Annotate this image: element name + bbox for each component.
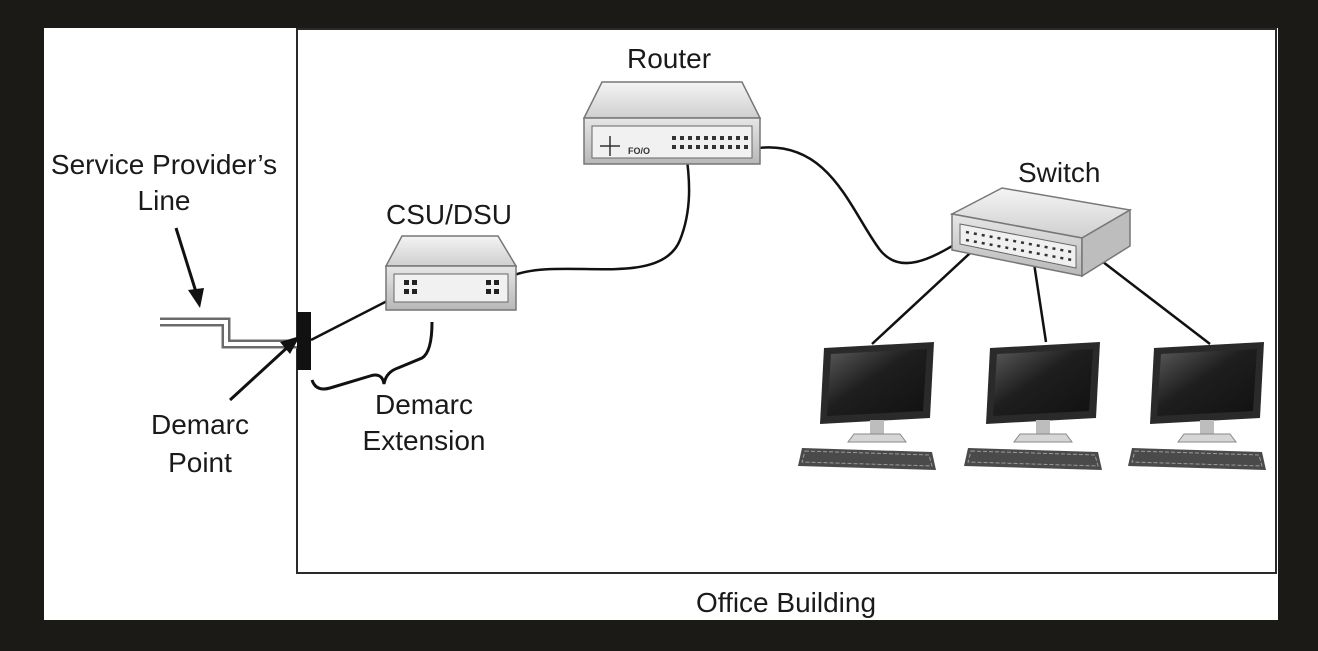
csu-dsu-label: CSU/DSU — [386, 199, 513, 230]
demarc-point-label-2: Point — [168, 447, 232, 478]
cable-switch-pc1 — [871, 241, 983, 345]
cable-csu-router — [511, 151, 691, 278]
cable-switch-pc3 — [1089, 251, 1211, 345]
service-provider-line-label-2: Line — [137, 185, 191, 216]
demarc-point-arrow — [228, 336, 300, 402]
demarc-extension-label-1: Demarc — [374, 389, 473, 420]
demarc-extension-label-2: Extension — [362, 425, 486, 456]
switch-label: Switch — [1018, 157, 1101, 188]
demarc-point-label-1: Demarc — [150, 409, 249, 440]
service-line-arrow — [174, 227, 204, 308]
office-building-border — [296, 28, 1277, 574]
router-icon: FO/O — [582, 81, 762, 165]
service-provider-line — [160, 317, 300, 349]
service-provider-line-label-1: Service Provider’s — [50, 149, 278, 180]
router-port-label: FO/O — [628, 146, 650, 156]
cable-demarc-csu — [310, 296, 394, 342]
office-building-label: Office Building — [695, 587, 877, 618]
demarc-extension-brace — [310, 321, 434, 391]
cable-router-switch — [757, 146, 963, 265]
demarc-block-icon — [297, 312, 311, 370]
csu-dsu-icon — [384, 235, 518, 311]
router-label: Router — [627, 43, 712, 74]
switch-icon — [949, 187, 1133, 278]
